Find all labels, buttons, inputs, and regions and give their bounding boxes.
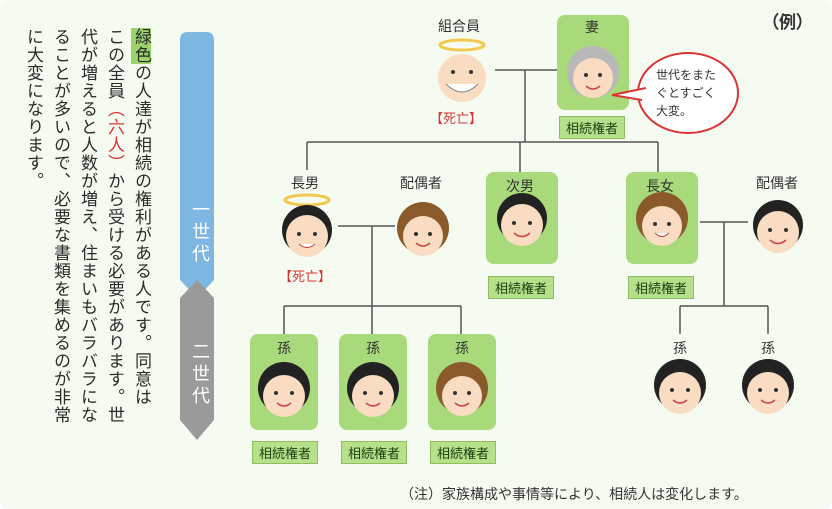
generation-arrow-second xyxy=(180,280,214,440)
face-grandchild-2 xyxy=(347,362,399,417)
text-line-2a: この全員 xyxy=(104,28,124,100)
label-member: 組合員 xyxy=(438,19,480,35)
badge-wife: 相続権者 xyxy=(559,116,626,139)
face-member xyxy=(438,38,486,102)
bubble-line-1: 世代をまた xyxy=(656,68,717,82)
badge-grandchild-2: 相続権者 xyxy=(341,441,408,464)
face-grandchild-3 xyxy=(436,362,488,416)
footnote: （注）家族構成や事情等により、相続人は変化します。 xyxy=(400,487,748,503)
face-spouse2 xyxy=(753,200,803,253)
deceased-member: 【死亡】 xyxy=(430,112,483,127)
text-line-2b: から受ける必要があります。世 xyxy=(104,172,124,424)
label-wife: 妻 xyxy=(585,20,599,36)
bubble-line-3: 大変。 xyxy=(656,104,693,118)
generation-label-first: 一世代 xyxy=(189,200,210,266)
face-second-son xyxy=(497,193,547,246)
label-grandchild-2: 孫 xyxy=(366,341,380,357)
text-line-5: に大変になります。 xyxy=(23,28,43,190)
label-grandchild-5: 孫 xyxy=(761,341,775,357)
generation-arrow-first xyxy=(180,32,214,298)
badge-second-son: 相続権者 xyxy=(488,276,555,299)
badge-eldest-daughter: 相続権者 xyxy=(628,276,695,299)
deceased-eldest-son: 【死亡】 xyxy=(279,270,332,285)
text-line-3: 代が増えると人数が増え、住まいもバラバラにな xyxy=(77,28,97,424)
face-wife xyxy=(567,46,619,98)
face-eldest-son xyxy=(282,193,332,257)
badge-grandchild-3: 相続権者 xyxy=(430,441,497,464)
bubble-text: 世代をまた ぐとすごく 大変。 xyxy=(656,66,716,120)
explanation-text: 緑色の人達が相続の権利がある人です。同意は この全員（六人）から受ける必要があり… xyxy=(19,28,154,448)
face-grandchild-4 xyxy=(654,359,706,414)
face-grandchild-5 xyxy=(742,359,794,414)
badge-grandchild-1: 相続権者 xyxy=(252,441,319,464)
heir-count: （六人） xyxy=(104,100,124,172)
text-line-1: の人達が相続の権利がある人です。同意は xyxy=(131,64,151,406)
label-grandchild-4: 孫 xyxy=(673,341,687,357)
example-label: （例） xyxy=(762,13,813,33)
label-eldest-daughter: 長女 xyxy=(646,179,674,195)
text-line-4: ることが多いので、必要な書類を集めるのが非常 xyxy=(50,28,70,424)
generation-label-second: 二世代 xyxy=(189,342,210,408)
label-grandchild-3: 孫 xyxy=(455,341,469,357)
face-grandchild-1 xyxy=(258,362,310,417)
label-second-son: 次男 xyxy=(506,179,534,195)
tree-lines xyxy=(283,69,769,334)
label-eldest-son: 長男 xyxy=(291,176,319,192)
face-eldest-daughter xyxy=(636,192,688,246)
bubble-line-2: ぐとすごく xyxy=(656,86,716,100)
green-highlight: 緑色 xyxy=(131,28,151,64)
label-spouse2: 配偶者 xyxy=(756,176,798,192)
label-spouse1: 配偶者 xyxy=(400,176,442,192)
label-grandchild-1: 孫 xyxy=(277,341,291,357)
face-spouse1 xyxy=(397,202,449,256)
speech-bubble-tail xyxy=(611,87,647,101)
